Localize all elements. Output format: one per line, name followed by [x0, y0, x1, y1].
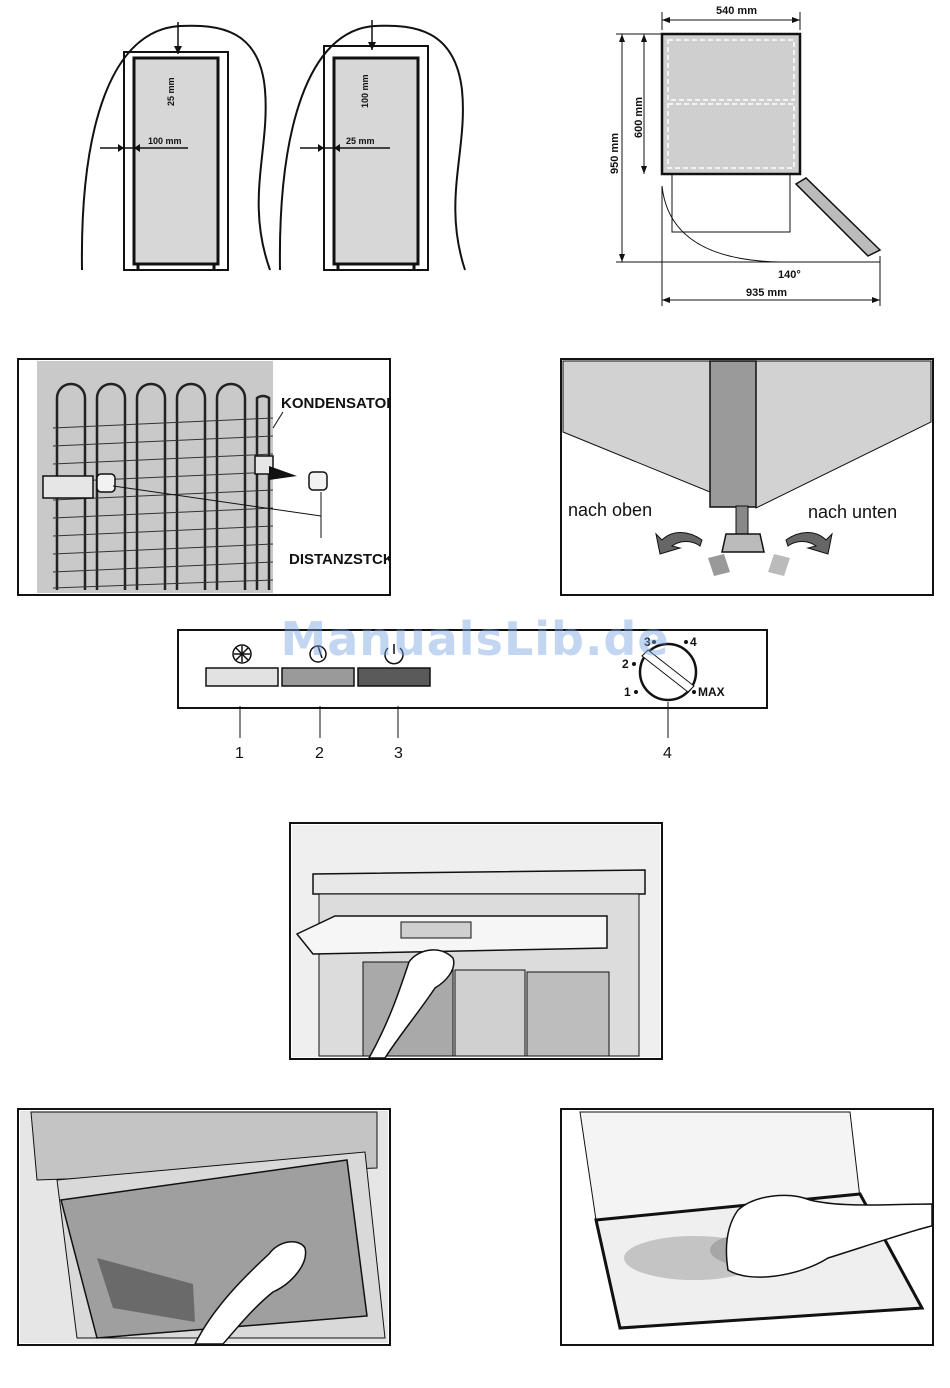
condenser-illustration: KONDENSATOR DISTANZSTCK — [17, 358, 391, 596]
drawer-svg — [17, 1108, 391, 1346]
ice-tray-svg — [289, 822, 663, 1060]
dial-mark-2: 2 — [622, 657, 629, 671]
feet-svg: nach oben nach unten — [560, 358, 934, 596]
cleaning-svg — [560, 1108, 934, 1346]
callout-2: 2 — [315, 745, 324, 762]
button-1[interactable] — [206, 668, 278, 686]
control-panel-svg: 1 2 3 4 MAX 1 2 3 4 — [176, 628, 771, 768]
label-down: nach unten — [808, 502, 897, 522]
condenser-svg: KONDENSATOR DISTANZSTCK — [17, 358, 391, 596]
depth-label: 600 mm — [633, 97, 645, 138]
angle-label: 140° — [778, 269, 801, 281]
total-depth-label: 935 mm — [746, 287, 787, 299]
dimension-diagram: 540 mm 600 mm 950 mm 140° 935 mm — [600, 0, 900, 315]
button-2[interactable] — [282, 668, 354, 686]
snowflake-icon — [233, 645, 251, 663]
side-gap-right: 25 mm — [346, 136, 375, 146]
drawer-removal-illustration — [17, 1108, 391, 1346]
label-up: nach oben — [568, 500, 652, 520]
top-gap-left: 25 mm — [166, 77, 176, 106]
width-label: 540 mm — [716, 5, 757, 17]
button-3[interactable] — [358, 668, 430, 686]
clearance-svg: 25 mm 100 mm 100 mm 25 mm — [70, 10, 480, 280]
cleaning-illustration — [560, 1108, 934, 1346]
dial-mark-4: 4 — [690, 635, 697, 649]
side-gap-left: 100 mm — [148, 136, 182, 146]
clearance-diagrams: 25 mm 100 mm 100 mm 25 mm — [70, 10, 480, 280]
control-panel: 1 2 3 4 MAX 1 2 3 4 — [176, 628, 771, 768]
feet-adjustment-illustration: nach oben nach unten — [560, 358, 934, 596]
condenser-label: KONDENSATOR — [281, 395, 391, 412]
dial-mark-1: 1 — [624, 685, 631, 699]
dial-mark-max: MAX — [698, 685, 725, 699]
callout-3: 3 — [394, 745, 403, 762]
dial-mark-3: 3 — [644, 635, 651, 649]
callout-4: 4 — [663, 745, 672, 762]
top-gap-right: 100 mm — [360, 74, 370, 108]
dimension-svg: 540 mm 600 mm 950 mm 140° 935 mm — [600, 0, 900, 315]
callout-1: 1 — [235, 745, 244, 762]
ice-tray-illustration — [289, 822, 663, 1060]
spacer-label: DISTANZSTCK — [289, 551, 391, 568]
height-label: 950 mm — [609, 133, 621, 174]
thermostat-dial[interactable] — [640, 644, 696, 700]
niche-left — [82, 22, 270, 270]
